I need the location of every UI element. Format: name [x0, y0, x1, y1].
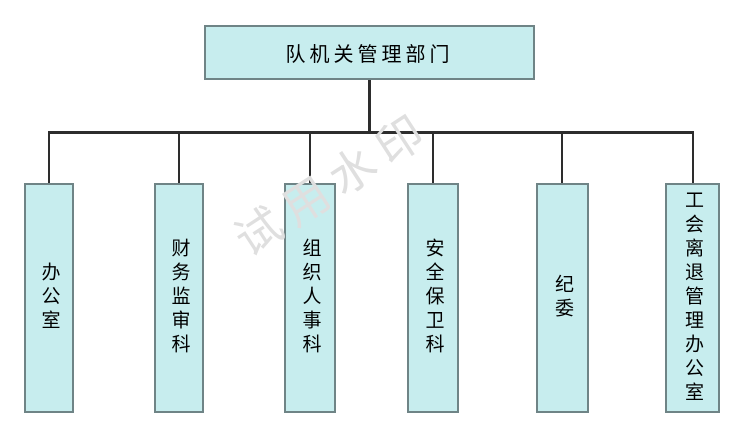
dept-label: 办公室: [38, 262, 60, 334]
dept-label: 安全保卫科: [422, 238, 444, 358]
dept-label: 组织人事科: [299, 238, 321, 358]
dept-box-union-retirement: 工会离退管理办公室: [665, 183, 720, 413]
dept-box-discipline: 纪委: [536, 183, 589, 413]
dept-label: 财务监审科: [168, 238, 190, 358]
connector-drop-5: [561, 133, 563, 183]
connector-drop-6: [692, 133, 694, 183]
connector-stem: [368, 80, 371, 132]
connector-rail: [48, 131, 694, 134]
connector-drop-1: [48, 133, 50, 183]
dept-box-org-personnel: 组织人事科: [284, 183, 336, 413]
root-label: 队机关管理部门: [285, 44, 454, 66]
dept-label: 工会离退管理办公室: [682, 190, 703, 406]
root-box: 队机关管理部门: [204, 25, 535, 80]
dept-box-finance-audit: 财务监审科: [154, 183, 204, 413]
dept-box-office: 办公室: [24, 183, 74, 413]
dept-box-security: 安全保卫科: [407, 183, 459, 413]
connector-drop-3: [309, 133, 311, 183]
connector-drop-4: [432, 133, 434, 183]
dept-label: 纪委: [552, 274, 573, 322]
connector-drop-2: [178, 133, 180, 183]
